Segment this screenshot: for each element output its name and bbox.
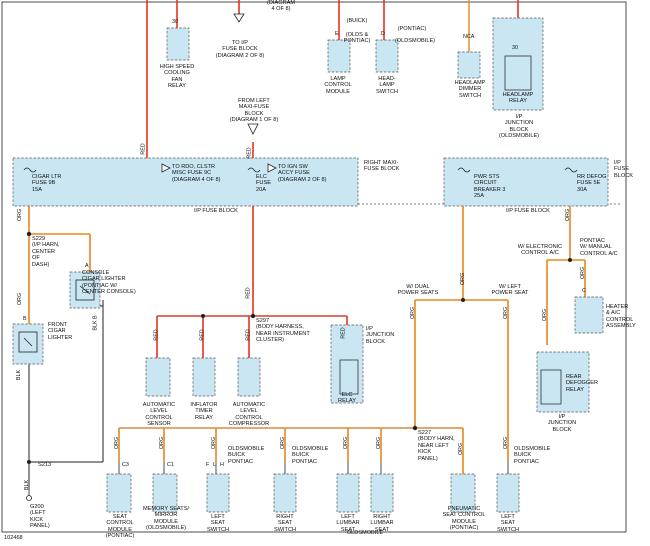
rear-defogger-label: REAR DEFOGGER RELAY: [566, 374, 599, 393]
pin-a: A: [85, 263, 89, 269]
ip-junction-olds-label: I/P JUNCTION BLOCK (OLDSMOBILE): [498, 114, 540, 140]
wire-label-org-14: ORG: [376, 436, 383, 450]
wire-label-red-6: RED: [245, 287, 252, 299]
olds-pontiac-note: (OLDS & PONTIAC): [343, 32, 371, 45]
make-note-a: OLDSMOBILE BUICK PONTIAC: [228, 446, 265, 465]
wire-label-org-6: ORG: [565, 208, 572, 222]
pontiac-manual-ac-label: PONTIAC W/ MANUAL CONTROL A/C: [580, 238, 618, 257]
wire-label-org-5: ORG: [503, 306, 510, 320]
wire-label-org-13: ORG: [343, 436, 350, 450]
from-left-maxi-label: FROM LEFT MAXI-FUSE BLOCK (DIAGRAM 1 OF …: [229, 98, 279, 124]
wire-label-org-11: ORG: [211, 436, 218, 450]
pneumatic-label: PNEUMATIC SEAT CONTROL MODULE (PONTIAC): [442, 506, 486, 532]
cooling-fan-relay-label: HIGH SPEED COOLING FAN RELAY: [159, 64, 195, 90]
to-ign-label: TO IGN SW ACCY FUSE (DIAGRAM 2 OF 8): [278, 164, 327, 183]
s227-label: S227 (BODY HARN, NEAR LEFT KICK PANEL): [418, 430, 455, 462]
s213-label: S213: [38, 462, 52, 468]
pin-nca: NCA: [463, 34, 475, 40]
headlamp-switch-label: HEAD- LAMP SWITCH: [375, 76, 399, 95]
oldsmobile-note: (OLDSMOBILE): [394, 38, 436, 44]
wire-label-red-7: RED: [340, 327, 347, 339]
ip-junction-block2-label: I/P JUNCTION BLOCK: [547, 414, 577, 433]
pin-c3: C3: [122, 462, 129, 468]
make-note-b: OLDSMOBILE BUICK PONTIAC: [292, 446, 329, 465]
wire-label-org-2: ORG: [17, 292, 24, 306]
make-note-c: OLDSMOBILE BUICK PONTIAC: [514, 446, 551, 465]
wire-label-blk: BLK: [16, 369, 23, 381]
diagram-ref-top: (DIAGRAM 4 OF 8): [267, 0, 295, 13]
wire-label-blk-2: BLK: [24, 479, 31, 491]
wire-label-red-3: RED: [153, 329, 160, 341]
pwr-sts-label: PWR STS CIRCUIT BREAKER 3 25A: [474, 174, 506, 200]
lamp-control-module-label: LAMP CONTROL MODULE: [324, 76, 352, 95]
cigar-fuse-label: CIGAR LTR FUSE 9B 15A: [32, 174, 62, 193]
left-lumbar-label: LEFT LUMBAR SEAT: [336, 514, 360, 533]
wire-label-org-1: ORG: [17, 208, 24, 222]
ip-fuse-block-bottom-label: I/P FUSE BLOCK: [506, 208, 550, 214]
wire-label-red-2: RED: [246, 147, 253, 159]
to-ip-fuse-ref: TO I/P FUSE BLOCK (DIAGRAM 2 OF 8): [215, 40, 265, 59]
auto-level-sensor-label: AUTOMATIC LEVEL CONTROL SENSOR: [142, 402, 176, 428]
wire-label-org-3: ORG: [460, 272, 467, 286]
inflator-relay-label: INFLATOR TIMER RELAY: [190, 402, 218, 421]
wire-label-org-12: ORG: [280, 436, 287, 450]
rr-defog-label: RR DEFOG FUSE 5E 30A: [577, 174, 607, 193]
auto-level-comp-label: AUTOMATIC LEVEL CONTROL COMPRESSOR: [228, 402, 270, 428]
pin-30-b: 30: [512, 45, 518, 51]
right-lumbar-label: RIGHT LUMBAR SEAT: [370, 514, 394, 533]
buick-note: (BUICK): [346, 18, 368, 24]
wire-label-red-4: RED: [199, 329, 206, 341]
wire-label-org-16: ORG: [503, 436, 510, 450]
left-seat-switch2-label: LEFT SEAT SWITCH: [496, 514, 520, 533]
w-electronic-ac-label: W/ ELECTRONIC CONTROL A/C: [517, 244, 563, 257]
pin-l: L: [213, 462, 216, 468]
ip-fuse-block-right-label: I/P FUSE BLOCK: [614, 160, 633, 179]
front-lighter-label: FRONT CIGAR LIGHTER: [48, 322, 73, 341]
wire-label-red-5: RED: [245, 329, 252, 341]
pin-c1: C1: [167, 462, 174, 468]
s229-label: S229 (I/P HARN, CENTER OF DASH): [32, 236, 60, 268]
w-left-seat-label: W/ LEFT POWER SEAT: [491, 284, 529, 297]
pin-d: D: [381, 31, 385, 37]
pontiac-note: (PONTIAC): [397, 26, 427, 32]
wire-label-org-15: ORG: [458, 442, 465, 456]
pin-h: H: [220, 462, 224, 468]
pin-30-a: 30: [172, 19, 178, 25]
pin-c: C: [582, 288, 586, 294]
ip-fuse-block-label: I/P FUSE BLOCK: [194, 208, 238, 214]
wire-label-org-8: ORG: [580, 266, 587, 280]
wire-label-red-1: RED: [140, 143, 147, 155]
wire-label-org-10: ORG: [159, 436, 166, 450]
console-lighter-label: CONSOLE CIGAR LIGHTER (PONTIAC W/ CENTER…: [82, 270, 136, 296]
ip-junction-block-label: I/P JUNCTION BLOCK: [366, 326, 395, 345]
heater-ac-label: HEATER & A/C CONTROL ASSEMBLY: [606, 304, 636, 330]
figure-id: 102468: [4, 535, 23, 541]
oldsmobile-bottom-label: OLDSMOBILE: [346, 530, 384, 536]
wire-label-org-4: ORG: [410, 306, 417, 320]
w-dual-seats-label: W/ DUAL POWER SEATS: [397, 284, 439, 297]
pin-e: E: [335, 31, 339, 37]
s297-label: S297 (BODY HARNESS, NEAR INSTRUMENT CLUS…: [256, 318, 310, 344]
wire-label-org-9: ORG: [114, 436, 121, 450]
right-maxi-label: RIGHT MAXI- FUSE BLOCK: [364, 160, 400, 173]
headlamp-relay-label: HEADLAMP RELAY: [502, 92, 534, 105]
pin-b: B: [23, 316, 27, 322]
to-rdo-label: TO RDO, CLSTR MISC FUSE 9C (DIAGRAM 4 OF…: [172, 164, 221, 183]
elc-relay-label: ELC RELAY: [338, 392, 356, 405]
seat-control-pontiac-label: SEAT CONTROL MODULE (PONTIAC): [105, 514, 135, 540]
left-seat-switch-label: LEFT SEAT SWITCH: [206, 514, 230, 533]
right-seat-switch-label: RIGHT SEAT SWITCH: [273, 514, 297, 533]
wire-label-org-7: ORG: [542, 308, 549, 322]
wire-label-blk-b: BLK B: [92, 315, 99, 331]
elc-fuse-label: ELC FUSE 20A: [256, 174, 271, 193]
pin-f: F: [206, 462, 210, 468]
headlamp-dimmer-label: HEADLAMP DIMMER SWITCH: [454, 80, 486, 99]
g200-label: G200 (LEFT KICK PANEL): [30, 504, 50, 530]
memory-seats-label: MEMORY SEATS/ MIRROR MODULE (OLDSMOBILE): [142, 506, 189, 532]
